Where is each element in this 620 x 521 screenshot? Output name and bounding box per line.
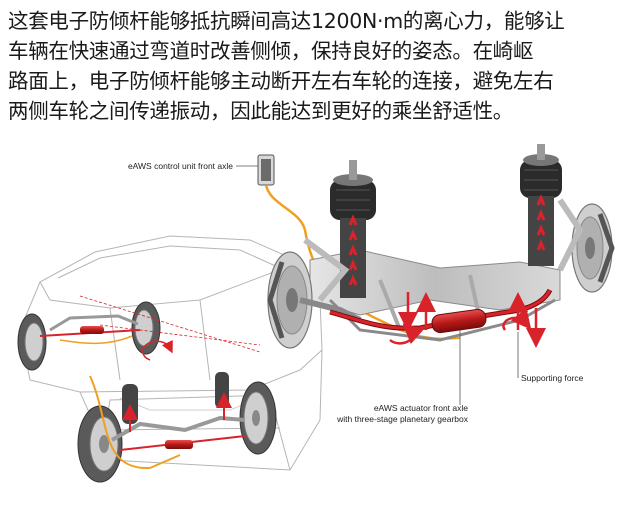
front-axle-small [89,372,246,470]
right-brake-disc [571,203,615,293]
front-left-wheel [77,405,123,483]
label-control-unit: eAWS control unit front axle [128,161,233,171]
rotation-arrow-rear [142,339,173,361]
force-arrows [389,292,546,348]
rear-left-wheel [17,313,47,371]
intro-paragraph: 这套电子防倾杆能够抵抗瞬间高达1200N·m的离心力，能够让 车辆在快速通过弯道… [8,6,612,126]
left-strut [303,160,376,302]
intro-line-3: 路面上，电子防倾杆能够主动断开左右车轮的连接，避免左右 [8,69,554,93]
label-supporting-force: Supporting force [521,373,584,383]
right-strut [520,144,584,272]
front-right-wheel [239,381,277,455]
intro-line-4: 两侧车轮之间传递振动，因此能达到更好的乘坐舒适性。 [8,99,513,123]
intro-line-2: 车辆在快速通过弯道时改善侧倾，保持良好的姿态。在崎岖 [8,39,534,63]
left-brake-disc [267,251,313,349]
direction-line-1 [99,324,261,346]
eaws-actuator [431,308,487,334]
direction-line-2 [79,295,261,353]
label-actuator-line-2: with three-stage planetary gearbox [336,414,469,424]
label-actuator-line-1: eAWS actuator front axle [374,403,468,413]
rear-right-wheel [131,301,161,355]
rear-axle-small [39,314,141,345]
intro-line-1: 这套电子防倾杆能够抵抗瞬间高达1200N·m的离心力，能够让 [8,9,565,33]
